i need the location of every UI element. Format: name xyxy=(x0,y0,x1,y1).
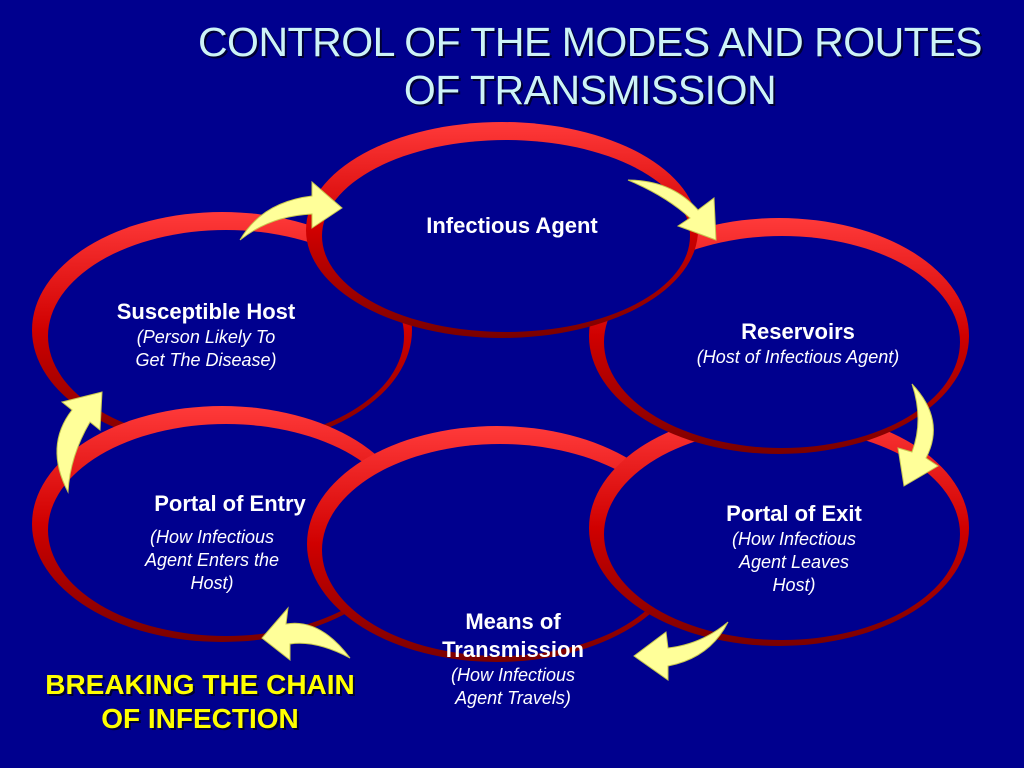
node-portal-of-entry-subtitle-3: Host) xyxy=(190,573,234,593)
ring-susceptible-host xyxy=(32,212,412,448)
ring-means-of-transmission xyxy=(307,426,687,662)
slogan-line-2: OF INFECTION xyxy=(101,703,299,734)
node-susceptible-host: Susceptible Host (Person Likely To Get T… xyxy=(84,298,328,372)
node-portal-of-exit-heading: Portal of Exit xyxy=(726,501,862,526)
node-reservoirs: Reservoirs (Host of Infectious Agent) xyxy=(648,318,948,369)
slogan: BREAKING THE CHAIN OF INFECTION xyxy=(0,668,400,736)
node-portal-of-exit-subtitle-2: Agent Leaves xyxy=(738,552,850,572)
page-title: CONTROL OF THE MODES AND ROUTES OF TRANS… xyxy=(90,18,1024,114)
node-reservoirs-heading: Reservoirs xyxy=(741,319,855,344)
node-portal-of-entry-heading: Portal of Entry xyxy=(154,491,306,516)
page-title-line-2: OF TRANSMISSION xyxy=(403,67,777,113)
arrow-means-to-entry-icon xyxy=(261,606,351,662)
page-title-line-1: CONTROL OF THE MODES AND ROUTES xyxy=(197,19,983,65)
node-susceptible-host-heading: Susceptible Host xyxy=(116,299,296,324)
arrow-exit-to-means-icon xyxy=(633,621,729,681)
slogan-line-1: BREAKING THE CHAIN xyxy=(45,669,355,700)
node-infectious-agent-heading: Infectious Agent xyxy=(426,213,598,238)
arrow-entry-to-host-icon xyxy=(56,391,103,494)
node-means-of-transmission-heading-1: Means of xyxy=(465,609,561,634)
node-susceptible-host-subtitle-1: (Person Likely To xyxy=(136,327,276,347)
arrow-host-to-agent-icon xyxy=(239,180,343,241)
node-reservoirs-subtitle: (Host of Infectious Agent) xyxy=(696,347,900,367)
arrow-reservoirs-to-exit-icon xyxy=(897,383,939,487)
node-portal-of-exit-subtitle-3: Host) xyxy=(772,575,816,595)
node-means-of-transmission-heading-2: Transmission xyxy=(442,637,584,662)
node-means-of-transmission: Means of Transmission (How Infectious Ag… xyxy=(400,608,626,710)
arrow-agent-to-reservoirs-icon xyxy=(627,179,717,241)
node-means-of-transmission-subtitle-2: Agent Travels) xyxy=(455,688,571,708)
node-susceptible-host-subtitle-2: Get The Disease) xyxy=(135,350,277,370)
node-portal-of-entry: Portal of Entry xyxy=(112,490,348,518)
ring-portal-of-entry xyxy=(32,406,412,642)
node-portal-of-entry-subtitle-2: Agent Enters the xyxy=(144,550,280,570)
node-portal-of-entry-description: (How Infectious Agent Enters the Host) xyxy=(112,526,312,595)
node-portal-of-entry-subtitle-1: (How Infectious xyxy=(149,527,275,547)
ring-portal-of-exit xyxy=(589,410,969,646)
ring-infectious-agent xyxy=(306,122,698,338)
node-means-of-transmission-subtitle-1: (How Infectious xyxy=(450,665,576,685)
node-portal-of-exit: Portal of Exit (How Infectious Agent Lea… xyxy=(676,500,912,597)
ring-reservoirs xyxy=(589,218,969,454)
node-portal-of-exit-subtitle-1: (How Infectious xyxy=(731,529,857,549)
node-infectious-agent: Infectious Agent xyxy=(382,212,642,240)
